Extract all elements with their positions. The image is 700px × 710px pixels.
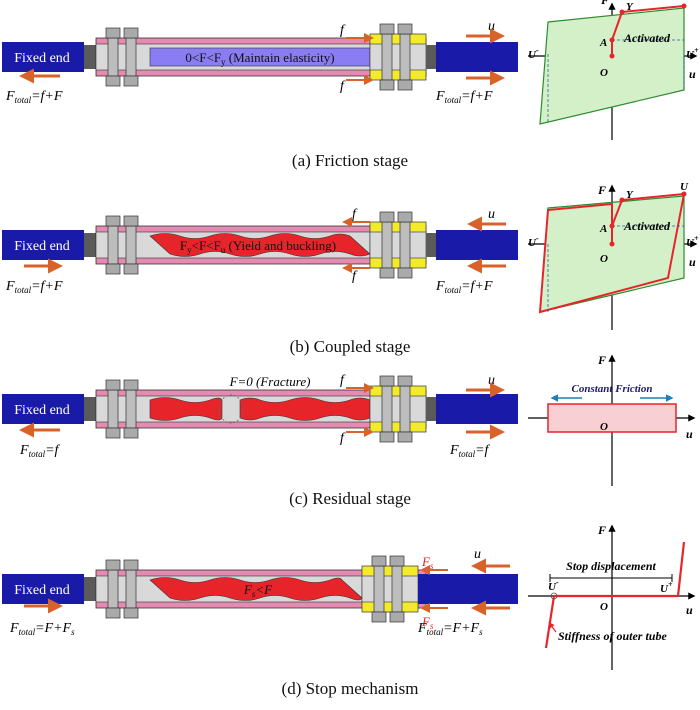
hysteresis-graph-a: F u Y A O U- U+ Activated [528, 0, 699, 140]
fixed-end-label: Fixed end [14, 51, 70, 66]
force-total-right: Ftotal=f+F [435, 89, 493, 105]
fracture-label: F=0 (Fracture) [229, 374, 311, 389]
force-total-right: Ftotal=F+Fs [417, 621, 483, 637]
point-u-minus: U- [528, 46, 539, 61]
u-label: u [474, 547, 481, 562]
point-u-minus: U- [528, 234, 539, 249]
u-label: u [488, 207, 495, 222]
stop-displacement-label: Stop displacement [566, 559, 656, 573]
hysteresis-graph-b: F u Y U A O U- U+ Activated [528, 181, 699, 330]
fracture-circle [218, 394, 244, 424]
point-y: Y [626, 189, 634, 201]
caption-a: (a) Friction stage [292, 151, 408, 170]
bolt-icon [123, 27, 139, 39]
core-label: Fs<F [243, 582, 273, 599]
axis-u: u [689, 67, 696, 81]
activated-label: Activated [623, 31, 671, 45]
caption-d: (d) Stop mechanism [282, 679, 419, 698]
bolt-icon [105, 27, 121, 39]
axis-u: u [689, 255, 696, 269]
fixed-end-label: Fixed end [14, 403, 70, 418]
u-label: u [488, 373, 495, 388]
moving-end-bar [436, 394, 518, 424]
moving-end-bar [436, 42, 518, 72]
panel-a: Fixed end 0<F<Fy (Maintain elasticity) f… [2, 0, 699, 170]
bolt-icon [123, 215, 139, 227]
point-y: Y [626, 1, 634, 13]
fixed-end-bar [2, 394, 84, 424]
bolt-icon [123, 559, 139, 571]
residual-loop [547, 403, 677, 433]
origin-o: O [600, 601, 608, 613]
force-total-left: Ftotal=f+F [5, 89, 63, 105]
f-label: f [352, 269, 358, 284]
fixed-end-bar [2, 574, 84, 604]
point-a: A [599, 223, 607, 235]
force-total-left: Ftotal=f+F [5, 279, 63, 295]
bolt-icon [123, 379, 139, 391]
stop-graph-d: Stop displacement Stiffness of outer tub… [528, 523, 696, 670]
core-fractured-right [239, 397, 371, 421]
panel-d: Fixed end Fs<F Fs Fs u Ftotal=F+Fs Ftota… [2, 523, 696, 698]
residual-graph-c: Constant Friction F u O [528, 353, 696, 486]
axis-f: F [597, 353, 606, 367]
bolt-icon [105, 215, 121, 227]
u-label: u [488, 19, 495, 34]
fixed-end-bar [2, 42, 84, 72]
panel-c: Fixed end F=0 (Fracture) f f u Ftotal=f … [2, 353, 696, 508]
hysteresis-loop [538, 192, 686, 314]
core-label: 0<F<Fy (Maintain elasticity) [185, 50, 334, 67]
f-label: f [340, 373, 346, 388]
axis-f: F [597, 183, 606, 197]
f-label: f [352, 207, 358, 222]
panel-b: Fixed end Fy<F<Fu (Yield and buckling) f… [2, 181, 699, 356]
f-label: f [340, 79, 346, 94]
core-label: Fy<F<Fu (Yield and buckling) [180, 238, 336, 255]
force-total-right: Ftotal=f [449, 443, 491, 459]
hysteresis-loop [539, 7, 685, 125]
force-total-right: Ftotal=f+F [435, 279, 493, 295]
axis-f: F [600, 0, 609, 7]
point-u: U [680, 181, 689, 193]
axis-u: u [686, 427, 693, 441]
fixed-end-bar [2, 230, 84, 260]
fs-top-label: Fs [421, 554, 434, 571]
fixed-end-label: Fixed end [14, 239, 70, 254]
bolt-icon [105, 379, 121, 391]
origin-o: O [600, 421, 608, 433]
point-u-plus: U+ [686, 234, 699, 249]
axis-f: F [597, 523, 606, 537]
activated-label: Activated [623, 219, 671, 233]
f-label: f [340, 23, 346, 38]
core-fractured-left [149, 397, 223, 421]
f-label: f [340, 431, 346, 446]
fixed-end-label: Fixed end [14, 583, 70, 598]
moving-end-bar [418, 574, 518, 604]
origin-o: O [600, 67, 608, 79]
point-a: A [599, 37, 607, 49]
force-total-left: Ftotal=F+Fs [9, 621, 75, 637]
origin-o: O [600, 253, 608, 265]
axis-u: u [686, 603, 693, 617]
fs-bot-label: Fs [421, 614, 434, 631]
point-u-minus: U- [548, 578, 559, 593]
point-u-plus: U+ [686, 46, 699, 61]
stiffness-label: Stiffness of outer tube [558, 629, 667, 643]
constant-friction-label: Constant Friction [571, 383, 652, 395]
caption-b: (b) Coupled stage [290, 337, 411, 356]
force-total-left: Ftotal=f [19, 443, 61, 459]
moving-end-bar [436, 230, 518, 260]
bolt-icon [105, 559, 121, 571]
caption-c: (c) Residual stage [289, 489, 411, 508]
point-u-plus: U+ [660, 580, 673, 595]
